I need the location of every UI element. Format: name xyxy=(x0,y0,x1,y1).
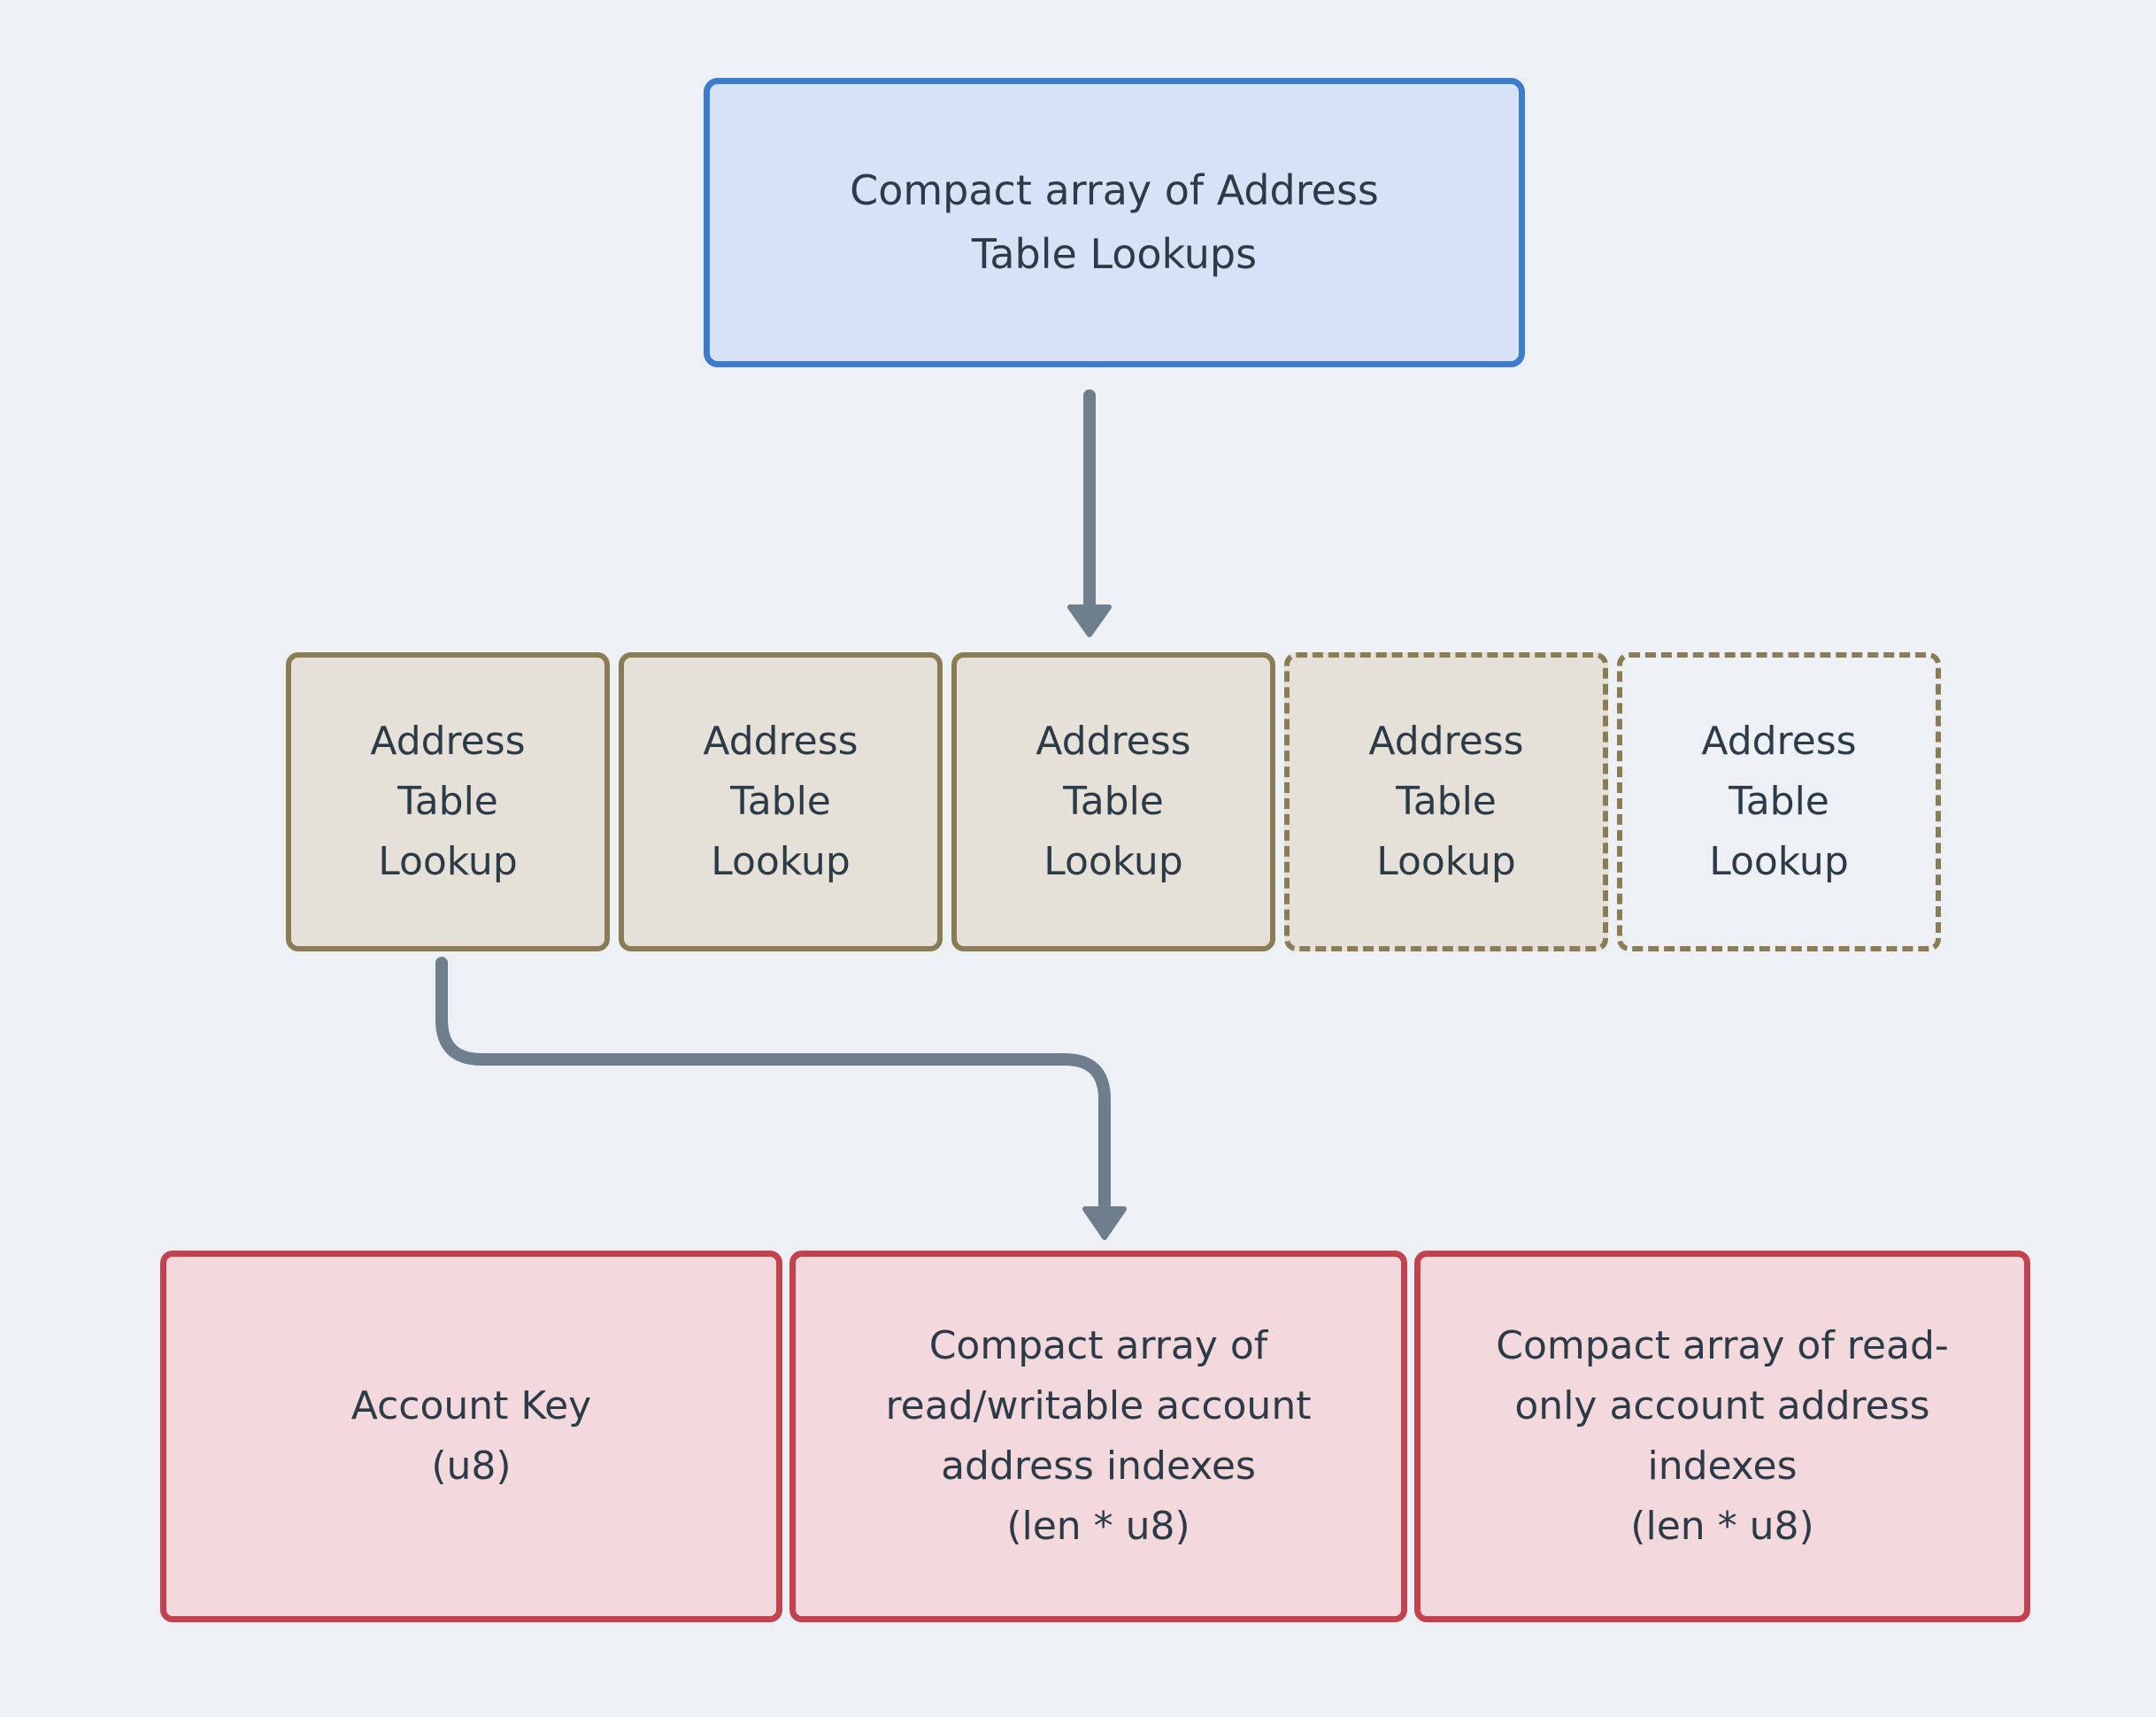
read-writable-indexes-box: Compact array of read/writable account a… xyxy=(789,1251,1407,1622)
compact-array-of-address-table-lookups-box: Compact array of Address Table Lookups xyxy=(704,78,1525,367)
arrowhead-lookup-to-detail-row xyxy=(1082,1206,1127,1240)
address-table-lookup-box-2: Address Table Lookup xyxy=(619,652,943,951)
address-table-lookup-box-1: Address Table Lookup xyxy=(286,652,610,951)
address-table-lookup-box-3: Address Table Lookup xyxy=(951,652,1275,951)
arrowhead-top-to-lookup-row xyxy=(1067,604,1112,637)
account-key-box: Account Key (u8) xyxy=(160,1251,782,1622)
arrow-lookup-to-detail-row xyxy=(435,957,1111,1217)
address-table-lookup-box-4-dashed: Address Table Lookup xyxy=(1284,652,1608,951)
address-table-lookup-box-5-dashed-unfilled: Address Table Lookup xyxy=(1617,652,1941,951)
read-only-indexes-box: Compact array of read- only account addr… xyxy=(1414,1251,2030,1622)
